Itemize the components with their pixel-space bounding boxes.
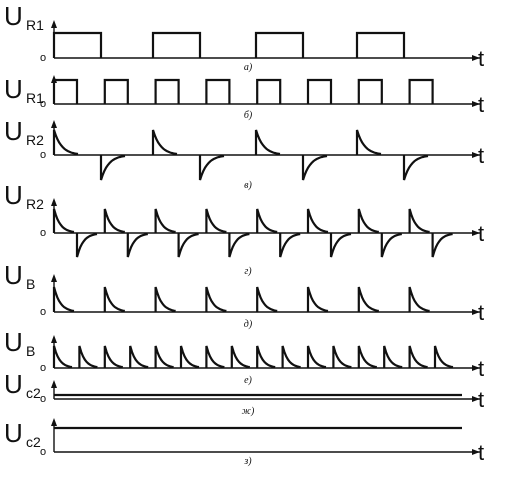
panel-4-waveform <box>52 286 430 313</box>
panel-5-x-arrow <box>472 365 480 371</box>
panel-0-waveform <box>52 31 406 58</box>
panel-0-t-label: t <box>478 46 484 71</box>
panel-6-x-arrow <box>472 396 480 402</box>
panel-5-zero-label: o <box>40 362 46 374</box>
panel-6-caption: ж) <box>242 406 255 417</box>
panel-7-y-arrow <box>51 418 57 426</box>
panel-1-u-label: U <box>4 74 23 104</box>
panel-5-subscript: B <box>26 343 35 359</box>
panel-1-caption: б) <box>244 110 253 121</box>
panel-0-subscript: R1 <box>26 17 44 33</box>
panel-5-t-label: t <box>478 356 484 381</box>
panel-4-u-label: U <box>4 260 23 290</box>
panel-4-zero-label: o <box>40 306 46 318</box>
panel-3-u-label: U <box>4 180 23 210</box>
panel-4-x-arrow <box>472 309 480 315</box>
panel-4-y-arrow <box>51 274 57 282</box>
panel-6-t-label: t <box>478 387 484 412</box>
panel-3-zero-label: o <box>40 227 46 239</box>
panel-5-waveform <box>52 345 454 369</box>
panel-6-y-arrow <box>51 380 57 388</box>
panel-6-zero-label: o <box>40 393 46 405</box>
panel-2-y-arrow <box>51 120 57 128</box>
panel-7-zero-label: o <box>40 446 46 458</box>
panel-7-u-label: U <box>4 418 23 448</box>
panel-2-subscript: R2 <box>26 132 44 148</box>
panel-0-y-arrow <box>51 20 57 28</box>
panel-4-caption: д) <box>244 319 253 330</box>
panel-4-t-label: t <box>478 300 484 325</box>
panel-0-caption: а) <box>244 62 253 73</box>
panel-7-x-arrow <box>472 449 480 455</box>
panel-4-subscript: B <box>26 276 35 292</box>
panel-6-u-label: U <box>4 369 23 399</box>
panel-3-waveform <box>52 208 453 258</box>
panel-5-caption: е) <box>244 375 252 386</box>
panel-2-zero-label: o <box>40 149 46 161</box>
panel-1-zero-label: o <box>40 98 46 110</box>
panel-2-waveform <box>52 129 429 181</box>
panel-2-t-label: t <box>478 143 484 168</box>
panel-5-y-arrow <box>51 335 57 343</box>
panel-1-x-arrow <box>472 101 480 107</box>
panel-6-subscript: c2 <box>26 385 41 401</box>
panel-1-waveform <box>52 78 434 104</box>
panel-2-u-label: U <box>4 116 23 146</box>
panel-1-subscript: R1 <box>26 90 44 106</box>
panel-7-t-label: t <box>478 440 484 465</box>
panel-2-caption: в) <box>244 180 252 191</box>
panel-7-subscript: c2 <box>26 434 41 450</box>
panel-0-x-arrow <box>472 55 480 61</box>
panel-3-x-arrow <box>472 230 480 236</box>
panel-7-caption: з) <box>243 456 252 467</box>
panel-3-subscript: R2 <box>26 196 44 212</box>
panel-3-t-label: t <box>478 221 484 246</box>
panel-0-u-label: U <box>4 1 23 31</box>
panel-0-zero-label: o <box>40 52 46 64</box>
panel-5-u-label: U <box>4 327 23 357</box>
panel-2-x-arrow <box>472 152 480 158</box>
panel-3-y-arrow <box>51 198 57 206</box>
panel-1-t-label: t <box>478 92 484 117</box>
panel-3-caption: г) <box>244 266 252 277</box>
